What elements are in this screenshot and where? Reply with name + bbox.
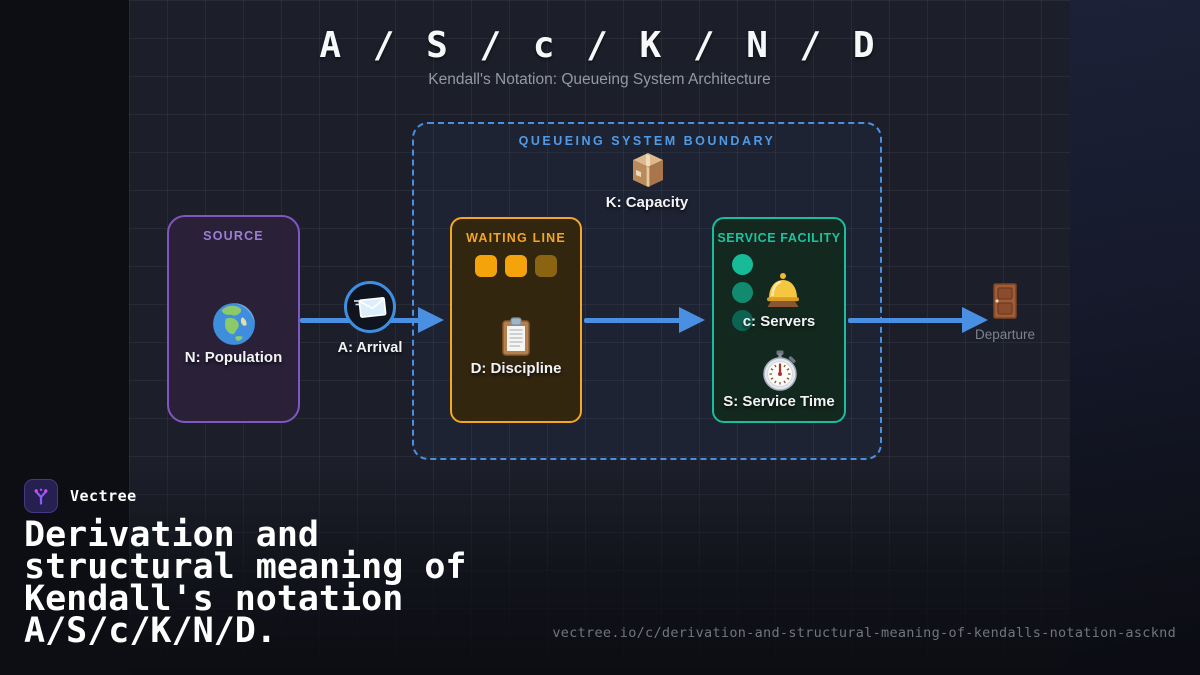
vectree-logo-icon <box>24 479 58 513</box>
service-time-label: S: Service Time <box>723 393 835 410</box>
server-dot <box>732 310 753 331</box>
server-dot <box>732 282 753 303</box>
population-label: N: Population <box>184 349 283 366</box>
page-subtitle: Kendall's Notation: Queueing System Arch… <box>428 71 771 88</box>
boundary-label: QUEUEING SYSTEM BOUNDARY <box>518 134 776 148</box>
page-title: A / S / c / K / N / D <box>319 25 880 66</box>
package-icon <box>628 150 668 195</box>
globe-icon <box>211 301 257 352</box>
card-url: vectree.io/c/derivation-and-structural-m… <box>552 625 1176 641</box>
waiting-line-title: WAITING LINE <box>466 231 566 245</box>
door-icon <box>990 282 1020 325</box>
discipline-label: D: Discipline <box>470 360 562 377</box>
source-title: SOURCE <box>203 229 264 243</box>
queue-items <box>452 255 580 277</box>
arrival-label: A: Arrival <box>337 340 403 356</box>
departure-arrow-line <box>848 318 966 323</box>
server-dot <box>732 254 753 275</box>
bell-icon <box>762 271 804 314</box>
service-facility-box: SERVICE FACILITY c: Servers <box>712 217 846 423</box>
stopwatch-icon <box>761 350 799 397</box>
left-margin-panel <box>0 0 129 675</box>
card-headline: Derivation and structural meaning of Ken… <box>24 515 467 651</box>
to-service-arrow-head <box>679 307 705 333</box>
service-facility-title: SERVICE FACILITY <box>717 231 841 245</box>
right-margin-panel <box>1070 0 1200 675</box>
queue-item <box>535 255 557 277</box>
queue-item <box>475 255 497 277</box>
to-service-arrow-line <box>584 318 682 323</box>
capacity-label: K: Capacity <box>605 194 689 211</box>
departure-arrow-head <box>962 307 988 333</box>
departure-label: Departure <box>974 327 1036 342</box>
envelope-icon <box>344 281 396 333</box>
queue-item <box>505 255 527 277</box>
waiting-line-box: WAITING LINE <box>450 217 582 423</box>
clipboard-icon <box>500 317 532 362</box>
arrival-arrow-head <box>418 307 444 333</box>
brand-name: Vectree <box>70 487 137 505</box>
servers-label: c: Servers <box>742 313 816 330</box>
source-box: SOURCE N: Population <box>167 215 300 423</box>
